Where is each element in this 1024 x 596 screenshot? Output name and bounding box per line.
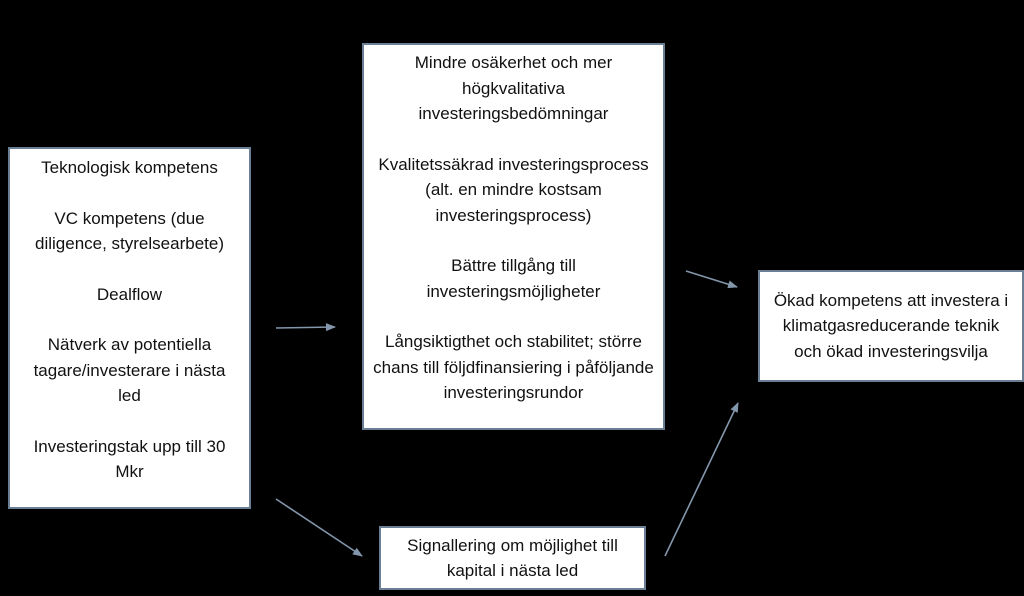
- left-box-line-5: Investeringstak upp till 30 Mkr: [33, 436, 226, 482]
- middle-box-line-3: Bättre tillgång till investeringsmöjligh…: [426, 256, 601, 301]
- left-box-line-4: Nätverk av potentiella tagare/investerar…: [33, 335, 226, 405]
- arrow-left-to-middle: [275, 323, 336, 332]
- left-box: Teknologisk kompetens VC kompetens (due …: [8, 147, 251, 509]
- middle-box: Mindre osäkerhet och mer högkvalitativa …: [362, 43, 665, 430]
- arrow-bottom-to-right: [664, 402, 739, 557]
- middle-box-line-4: Långsiktigthet och stabilitet; större ch…: [373, 332, 654, 402]
- right-box: Ökad kompetens att investera i klimatgas…: [758, 270, 1024, 382]
- bottom-box: Signallering om möjlighet till kapital i…: [379, 526, 646, 590]
- bottom-box-text: Signallering om möjlighet till kapital i…: [407, 535, 618, 581]
- left-box-line-3: Dealflow: [96, 284, 163, 304]
- left-box-line-2: VC kompetens (due diligence, styrelsearb…: [35, 208, 224, 254]
- middle-box-line-2: Kvalitetssäkrad investeringsprocess (alt…: [378, 154, 649, 225]
- arrow-left-to-bottom: [275, 498, 363, 557]
- middle-box-line-1: Mindre osäkerhet och mer högkvalitativa …: [414, 53, 613, 123]
- left-box-line-1: Teknologisk kompetens: [41, 158, 218, 177]
- arrow-middle-to-right: [685, 270, 738, 289]
- right-box-text: Ökad kompetens att investera i klimatgas…: [773, 290, 1009, 361]
